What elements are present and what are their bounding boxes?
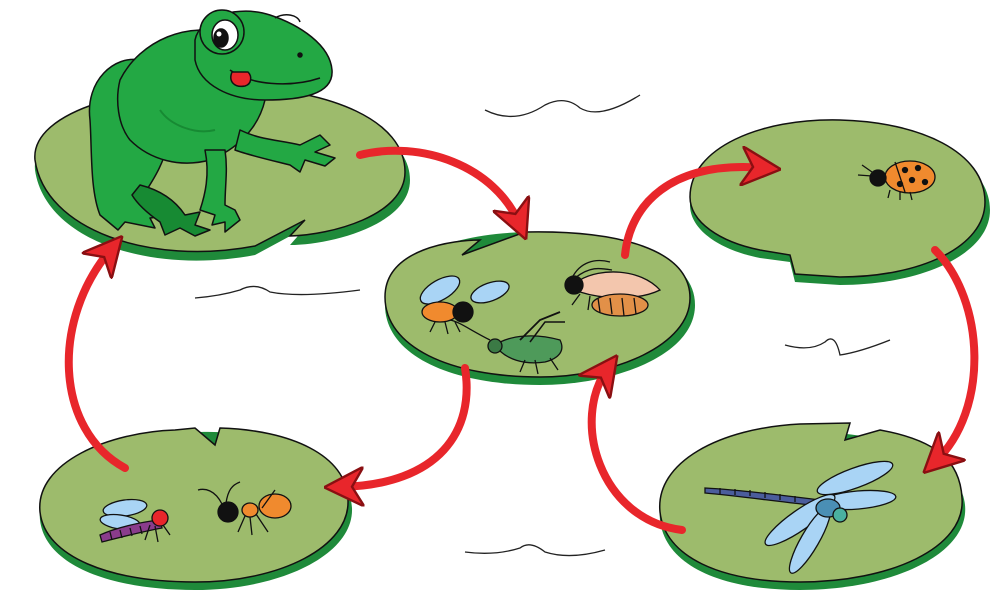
- arrow-center-to-bottom-left: [340, 368, 467, 487]
- ripple: [465, 545, 605, 556]
- ripple: [485, 95, 640, 116]
- pad-bottom-left: [40, 428, 352, 590]
- arrow-ladybug-to-dragonfly: [935, 250, 974, 462]
- ripple: [785, 339, 890, 355]
- ripple: [195, 286, 360, 298]
- arrow-bottom-left-to-frog: [69, 248, 125, 468]
